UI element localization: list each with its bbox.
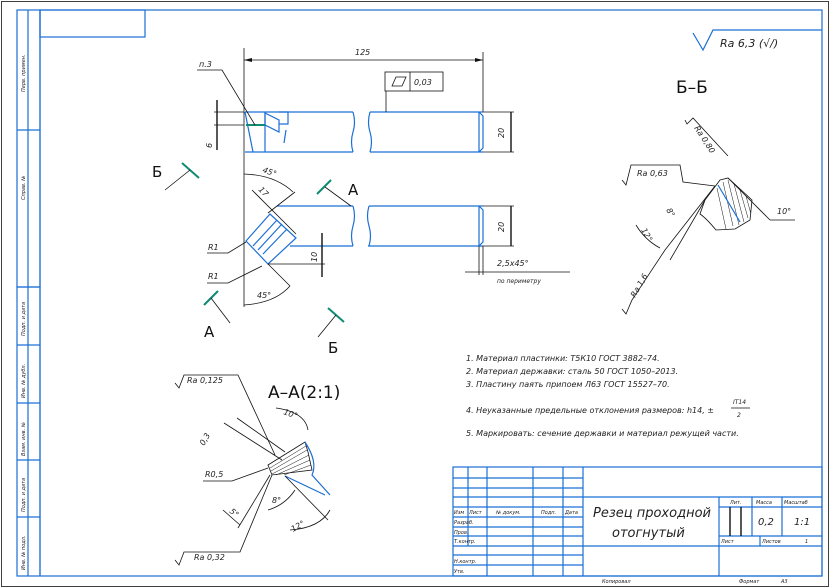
note: 3. Пластину паять припоем Л63 ГОСТ 15527…	[466, 380, 670, 389]
strip-label: Перв. примен.	[21, 54, 27, 92]
side-strip: Перв. примен. Справ. № Подп. и дата Инв.…	[16, 9, 41, 577]
drawing-title: Резец проходной	[593, 506, 711, 521]
strip-label: Взам. инв. №	[21, 422, 27, 456]
svg-text:10: 10	[310, 252, 319, 262]
svg-text:12°: 12°	[290, 519, 307, 534]
section-aa: А–А(2:1) Ra 0,125 0,3 R0,5 10° 5° 8° 12°…	[174, 374, 340, 566]
svg-text:Листов: Листов	[761, 539, 781, 545]
svg-text:Разраб.: Разраб.	[454, 520, 474, 526]
svg-text:Дата: Дата	[564, 510, 578, 516]
technical-notes: 1. Материал пластинки: Т5К10 ГОСТ 3882–7…	[466, 354, 750, 438]
svg-text:IT14: IT14	[733, 399, 746, 406]
svg-text:Ra 1,6: Ra 1,6	[629, 272, 650, 299]
svg-text:20: 20	[497, 222, 506, 232]
svg-text:№ докум.: № докум.	[495, 510, 521, 516]
drawing-title: отогнутый	[612, 526, 685, 541]
svg-text:Ra 0,32: Ra 0,32	[194, 553, 225, 562]
svg-text:R1: R1	[208, 243, 219, 252]
svg-text:20: 20	[497, 128, 506, 138]
svg-text:Лит.: Лит.	[729, 500, 742, 506]
section-bb-title: Б–Б	[676, 78, 708, 98]
dim-length: 125	[355, 48, 370, 57]
svg-text:Масса: Масса	[756, 500, 772, 506]
flatness-icon	[391, 76, 407, 87]
section-marks: Б А А Б	[152, 162, 359, 357]
svg-text:Н.контр.: Н.контр.	[454, 559, 476, 565]
section-aa-title: А–А(2:1)	[268, 383, 340, 403]
svg-text:R1: R1	[208, 272, 219, 281]
svg-text:1:1: 1:1	[794, 517, 810, 528]
strip-label: Подп. и дата	[21, 302, 27, 336]
svg-text:1: 1	[805, 539, 808, 545]
svg-text:8°: 8°	[272, 496, 281, 505]
svg-text:Б: Б	[328, 339, 338, 357]
general-roughness: Ra 6,3 (√/)	[692, 29, 822, 52]
title-block: Изм Лист № докум. Подп. Дата Разраб. Про…	[452, 466, 823, 577]
svg-text:Ra 0,63: Ra 0,63	[637, 169, 668, 178]
svg-text:45°: 45°	[257, 291, 271, 300]
dim-n3: п.3	[199, 60, 212, 69]
svg-text:5°: 5°	[228, 507, 241, 520]
svg-text:Утв.: Утв.	[454, 569, 465, 575]
svg-text:Б: Б	[152, 163, 162, 181]
svg-text:0,3: 0,3	[198, 431, 212, 447]
svg-text:Масштаб: Масштаб	[784, 500, 808, 506]
svg-text:по периметру: по периметру	[497, 278, 541, 285]
svg-text:А: А	[348, 181, 359, 199]
top-left-stamp	[39, 9, 146, 38]
strip-label: Инв. № подл.	[21, 536, 27, 571]
svg-text:0,2: 0,2	[758, 517, 774, 528]
svg-text:Изм: Изм	[454, 510, 464, 516]
note: 1. Материал пластинки: Т5К10 ГОСТ 3882–7…	[466, 354, 660, 363]
strip-label: Справ. №	[21, 176, 27, 200]
svg-text:2: 2	[737, 412, 741, 419]
svg-text:А: А	[204, 323, 215, 341]
strip-label: Подп. и дата	[21, 478, 27, 512]
svg-text:Лист: Лист	[468, 510, 483, 516]
svg-text:6: 6	[205, 143, 214, 148]
svg-text:12°: 12°	[639, 227, 654, 244]
format-value: А3	[780, 579, 788, 585]
svg-text:8°: 8°	[664, 207, 676, 219]
svg-text:Т.контр.: Т.контр.	[454, 539, 476, 545]
svg-text:2,5х45°: 2,5х45°	[497, 259, 529, 268]
svg-text:10°: 10°	[282, 407, 298, 420]
svg-text:Ra 0,125: Ra 0,125	[187, 376, 223, 385]
svg-text:Ra 6,3 (√/): Ra 6,3 (√/)	[720, 37, 778, 50]
copied-label: Копировал	[602, 579, 631, 585]
main-view-top: 125 п.3 6 0,03 20	[197, 48, 514, 307]
svg-text:Подп.: Подп.	[541, 510, 556, 516]
strip-label: Инв. № дубл.	[21, 364, 27, 398]
svg-text:R0,5: R0,5	[205, 470, 223, 479]
svg-text:Пров.: Пров.	[454, 530, 469, 536]
svg-text:10°: 10°	[777, 207, 791, 216]
note: 4. Неуказанные предельные отклонения раз…	[466, 406, 714, 415]
main-view-bottom: 20 45° 45° 17 10 R1 R1 2,5х45° по периме…	[207, 165, 570, 306]
format-label: Формат	[739, 579, 760, 585]
svg-text:0,03: 0,03	[414, 78, 432, 87]
note: 2. Материал державки: сталь 50 ГОСТ 1050…	[466, 367, 678, 376]
note: 5. Маркировать: сечение державки и матер…	[466, 429, 739, 438]
section-bb: Б–Б Ra 0,80 Ra 0,63 10° 8° 12° Ra 1,6	[621, 78, 795, 315]
svg-text:Лист: Лист	[720, 539, 735, 545]
